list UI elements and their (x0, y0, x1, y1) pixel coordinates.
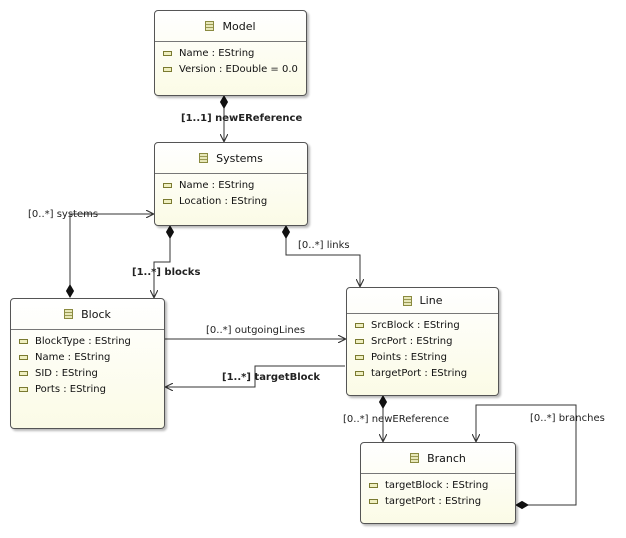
class-branch[interactable]: Branch targetBlock : EString targetPort … (360, 442, 516, 524)
attribute-row[interactable]: SrcPort : EString (355, 333, 498, 349)
class-systems[interactable]: Systems Name : EString Location : EStrin… (154, 142, 308, 226)
systems-blocks-reference[interactable] (154, 226, 171, 297)
attribute-row[interactable]: SrcBlock : EString (355, 317, 498, 333)
attribute-row[interactable]: targetPort : EString (355, 365, 498, 381)
attribute-row[interactable]: targetPort : EString (369, 493, 515, 509)
class-block[interactable]: Block BlockType : EString Name : EString… (10, 298, 165, 429)
eattribute-icon (163, 50, 172, 56)
eattribute-icon (19, 370, 28, 376)
attribute-label: SrcPort : EString (371, 335, 453, 347)
branch-self-reference[interactable] (476, 404, 577, 506)
systems-links-diamond (281, 225, 291, 239)
eattribute-icon (163, 182, 172, 188)
attribute-label: Name : EString (35, 351, 111, 363)
attribute-label: Location : EString (179, 195, 268, 207)
attribute-row[interactable]: Name : EString (163, 45, 306, 61)
class-model[interactable]: Model Name : EString Version : EDouble =… (154, 10, 307, 96)
label-block-outgoing: [0..*] outgoingLines (206, 325, 306, 336)
attribute-row[interactable]: BlockType : EString (19, 333, 164, 349)
eattribute-icon (369, 482, 378, 488)
label-branch-self: [0..*] branches (530, 413, 605, 424)
attribute-label: targetPort : EString (371, 367, 468, 379)
class-line[interactable]: Line SrcBlock : EString SrcPort : EStrin… (346, 287, 499, 396)
label-line-target: [1..*] targetBlock (222, 372, 321, 383)
eclass-icon (205, 21, 215, 31)
attribute-label: SrcBlock : EString (371, 319, 460, 331)
attribute-row[interactable]: SID : EString (19, 365, 164, 381)
class-name: Systems (216, 151, 263, 165)
attribute-row[interactable]: Name : EString (19, 349, 164, 365)
branch-self-diamond (515, 500, 529, 510)
attribute-label: Points : EString (371, 351, 447, 363)
eattribute-icon (369, 498, 378, 504)
class-name: Model (222, 19, 256, 33)
eclass-icon (199, 153, 209, 163)
eattribute-icon (355, 354, 364, 360)
eclass-icon (64, 309, 74, 319)
eattribute-icon (19, 338, 28, 344)
attribute-row[interactable]: targetBlock : EString (369, 477, 515, 493)
eattribute-icon (355, 370, 364, 376)
attribute-label: targetPort : EString (385, 495, 482, 507)
class-name: Branch (427, 451, 466, 465)
block-composition-diamond (65, 284, 75, 298)
attribute-label: Ports : EString (35, 383, 106, 395)
systems-self-reference[interactable] (69, 214, 153, 297)
eattribute-icon (19, 354, 28, 360)
eattribute-icon (163, 198, 172, 204)
systems-links-reference[interactable] (285, 226, 360, 286)
model-composition-diamond (219, 95, 229, 109)
label-systems-blocks: [1..*] blocks (132, 267, 201, 278)
eclass-icon (402, 295, 412, 306)
label-line-branch: [0..*] newEReference (343, 414, 450, 425)
attribute-label: SID : EString (35, 367, 98, 379)
class-name: Block (81, 307, 111, 321)
attribute-label: BlockType : EString (35, 335, 131, 347)
class-name: Line (419, 294, 443, 307)
label-model-systems: [1..1] newEReference (181, 113, 303, 124)
eattribute-icon (163, 66, 172, 72)
attribute-row[interactable]: Version : EDouble = 0.0 (163, 61, 306, 77)
attribute-label: Version : EDouble = 0.0 (179, 63, 298, 75)
eclass-icon (410, 453, 420, 463)
attribute-row[interactable]: Location : EString (163, 193, 307, 209)
attribute-row[interactable]: Points : EString (355, 349, 498, 365)
eattribute-icon (355, 322, 364, 328)
attribute-label: Name : EString (179, 179, 255, 191)
attribute-row[interactable]: Ports : EString (19, 381, 164, 397)
line-branch-diamond (378, 395, 388, 409)
attribute-label: targetBlock : EString (385, 479, 489, 491)
line-target-block-reference[interactable] (166, 365, 345, 387)
attribute-row[interactable]: Name : EString (163, 177, 307, 193)
label-systems-links: [0..*] links (298, 240, 350, 251)
eattribute-icon (19, 386, 28, 392)
systems-blocks-diamond (165, 225, 175, 239)
label-systems-self: [0..*] systems (28, 209, 99, 220)
eattribute-icon (355, 338, 364, 344)
attribute-label: Name : EString (179, 47, 255, 59)
